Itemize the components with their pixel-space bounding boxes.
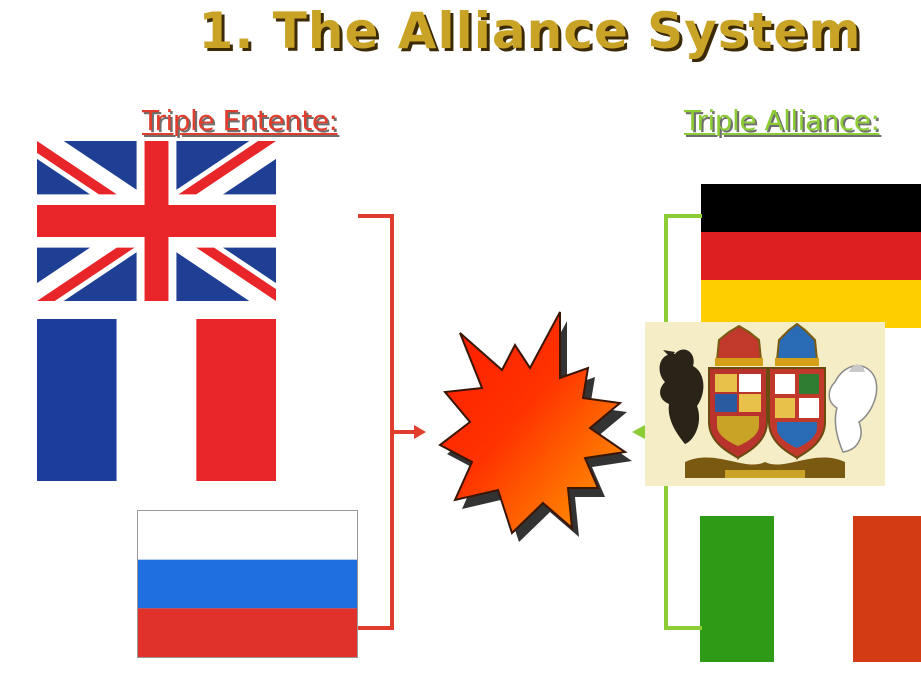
austria-hungary-coat-of-arms (645, 322, 885, 486)
uk-flag (37, 141, 276, 301)
france-flag (37, 319, 276, 481)
page-title: 1. The Alliance System (198, 2, 862, 60)
triple-alliance-label: Triple Alliance: (684, 104, 880, 137)
germany-flag (701, 184, 921, 328)
alliance-arrowhead (632, 425, 645, 439)
entente-bracket (358, 214, 394, 630)
russia-flag (137, 510, 358, 658)
entente-arrowhead (414, 425, 426, 439)
triple-entente-label: Triple Entente: (142, 104, 338, 137)
italy-flag (700, 516, 921, 662)
explosion-burst-icon (438, 311, 632, 542)
